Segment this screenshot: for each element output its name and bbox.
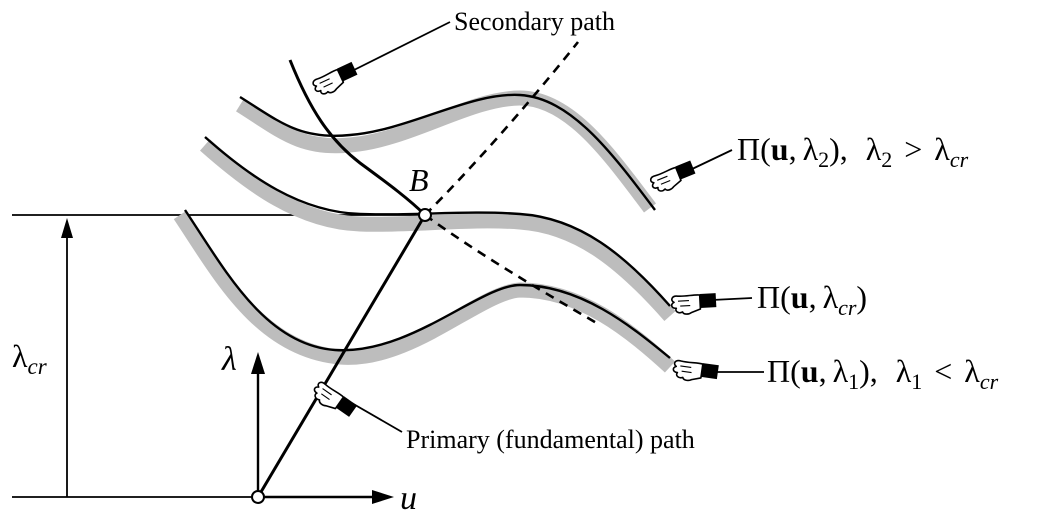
lambda-cr-dimension <box>61 218 73 497</box>
lambdacr-leader <box>711 297 753 301</box>
lambda-axis <box>251 352 265 497</box>
secondary-path-label: Secondary path <box>454 7 615 36</box>
pointing-hand-icon <box>670 292 718 316</box>
u-axis <box>258 490 394 504</box>
bifurcation-point-marker <box>418 208 432 222</box>
pointing-hand-icon <box>310 61 361 100</box>
energy-curve-lambda1 <box>184 209 671 359</box>
primary-path-leader <box>349 401 403 433</box>
energy-label-lambda1: Π(u,λ1),λ1<λcr <box>767 353 999 394</box>
lambda-cr-label: λcr <box>12 338 48 379</box>
secondary-path-leader <box>349 21 451 73</box>
lambda2-leader <box>689 149 733 171</box>
origin-marker <box>251 490 265 504</box>
u-axis-label: u <box>400 480 417 512</box>
primary-path-curve <box>256 214 427 498</box>
energy-label-lambda2: Π(u,λ2),λ2>λcr <box>737 131 969 172</box>
energy-label-lambdacr: Π(u,λcr) <box>757 279 867 320</box>
secondary-path-dashed-upper <box>424 41 580 216</box>
pointing-hand-icon <box>671 358 720 386</box>
pointing-hand-icon <box>648 159 699 196</box>
energy-curve-lambdacr <box>204 136 671 307</box>
lambda-axis-label: λ <box>221 341 237 378</box>
secondary-path-curve <box>288 59 427 217</box>
energy-band-lambda1 <box>173 210 676 373</box>
secondary-path-dashed-lower <box>424 213 601 327</box>
energy-band-lambdacr <box>200 139 676 321</box>
energy-curve-lambda2 <box>239 93 656 211</box>
bifurcation-point-label: B <box>409 162 429 198</box>
primary-path-label: Primary (fundamental) path <box>406 425 695 454</box>
energy-band-lambda2 <box>236 90 656 213</box>
